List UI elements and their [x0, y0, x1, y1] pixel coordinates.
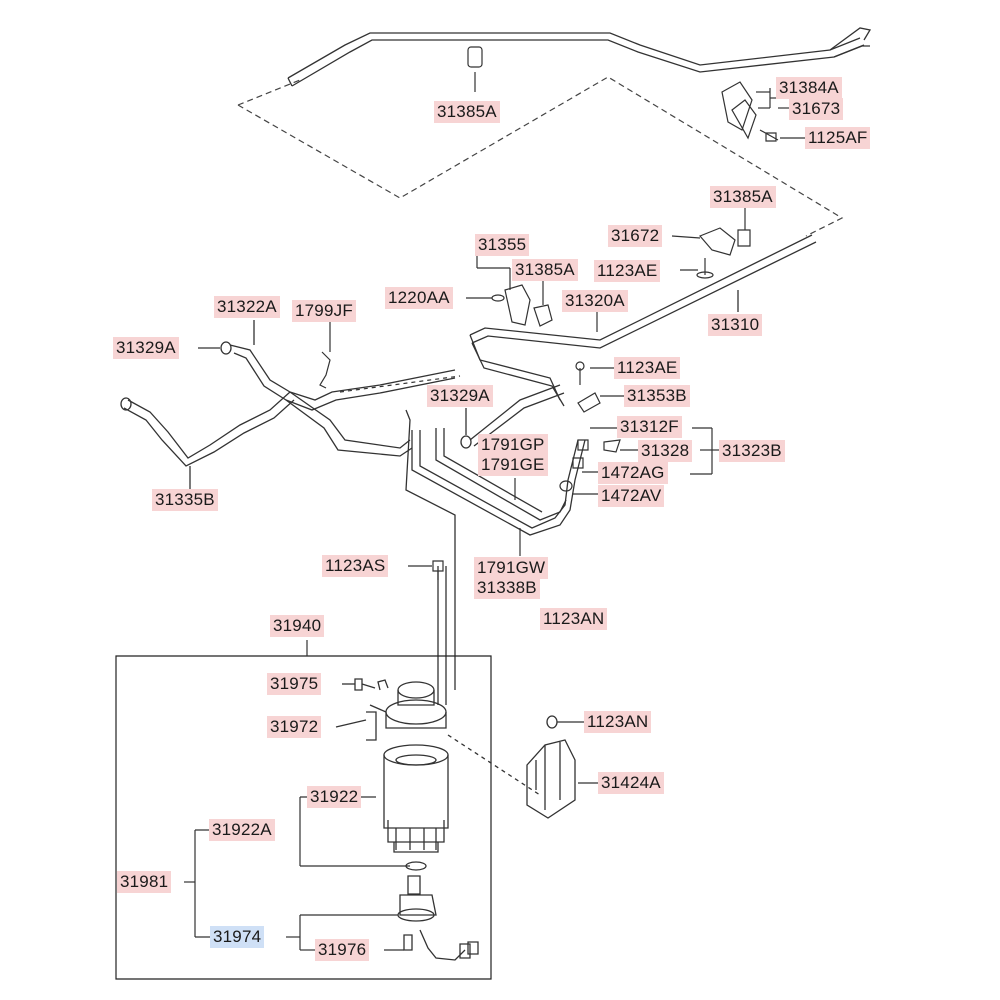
part-label-31424A[interactable]: 31424A: [598, 772, 664, 794]
part-label-31310[interactable]: 31310: [708, 314, 763, 336]
filter-assembly-box: [116, 640, 491, 979]
part-label-31940[interactable]: 31940: [270, 615, 325, 637]
part-label-31353B[interactable]: 31353B: [624, 385, 690, 407]
part-label-31974-selected[interactable]: 31974: [210, 926, 265, 948]
clip-31385A-top: [468, 47, 482, 92]
part-label-31384A[interactable]: 31384A: [776, 77, 842, 99]
hose-31329A-mid: [461, 385, 564, 448]
feed-lines-vertical: [406, 410, 585, 705]
part-label-31981[interactable]: 31981: [117, 871, 172, 893]
part-label-31922[interactable]: 31922: [307, 786, 362, 808]
part-label-1791GP[interactable]: 1791GP: [478, 434, 548, 456]
part-label-1123AE-b[interactable]: 1123AE: [614, 357, 681, 379]
part-label-31328[interactable]: 31328: [638, 440, 693, 462]
clamp-31355: [466, 256, 597, 332]
part-label-31323B[interactable]: 31323B: [719, 440, 785, 462]
part-label-1123AN-a[interactable]: 1123AN: [540, 608, 608, 630]
filter-element-31922: [384, 745, 448, 870]
part-label-31385A-mid[interactable]: 31385A: [710, 186, 776, 208]
upper-fuel-tubes: [288, 28, 870, 86]
part-label-1472AG[interactable]: 1472AG: [598, 462, 668, 484]
part-label-31329A-left[interactable]: 31329A: [113, 337, 179, 359]
main-fuel-tube-31310: [470, 235, 816, 406]
part-label-1472AV[interactable]: 1472AV: [598, 485, 665, 507]
part-label-31672[interactable]: 31672: [608, 225, 663, 247]
return-hose-31322A: [198, 320, 455, 456]
part-label-31335B[interactable]: 31335B: [152, 489, 218, 511]
leader-brackets-left: [184, 797, 410, 950]
floor-outline-dashed: [238, 77, 842, 236]
part-label-31355[interactable]: 31355: [475, 234, 530, 256]
bolt-1125AF: [760, 130, 805, 141]
clip-31353B: [576, 362, 625, 412]
clip-1799JF: [320, 322, 330, 388]
part-label-31975[interactable]: 31975: [267, 673, 322, 695]
part-label-31329A-mid[interactable]: 31329A: [427, 385, 493, 407]
part-label-1123AN-b[interactable]: 1123AN: [584, 711, 652, 733]
leader-1791GW: [515, 478, 520, 556]
part-label-31673[interactable]: 31673: [789, 98, 844, 120]
fuel-hose-31335B: [121, 392, 294, 492]
part-label-1791GE[interactable]: 1791GE: [478, 454, 548, 476]
part-label-1125AF[interactable]: 1125AF: [805, 127, 871, 149]
bracket-31672: [672, 208, 750, 278]
part-label-31385A-low[interactable]: 31385A: [512, 259, 578, 281]
part-label-1123AE-a[interactable]: 1123AE: [594, 260, 661, 282]
bracket-31424A: [448, 716, 598, 818]
part-label-1799JF[interactable]: 1799JF: [292, 300, 356, 322]
part-label-31338B[interactable]: 31338B: [474, 577, 540, 599]
part-label-31322A[interactable]: 31322A: [214, 296, 280, 318]
part-label-31385A-top[interactable]: 31385A: [434, 101, 500, 123]
part-label-31972[interactable]: 31972: [267, 716, 322, 738]
part-label-31312F[interactable]: 31312F: [617, 416, 682, 438]
part-label-1791GW[interactable]: 1791GW: [474, 557, 549, 579]
bolt-1123AS: [408, 561, 443, 580]
filter-head-31972: [336, 679, 446, 740]
sensor-31974: [398, 876, 478, 960]
connector-set-31323B: [560, 428, 720, 494]
part-label-31922A[interactable]: 31922A: [209, 819, 275, 841]
part-label-31976[interactable]: 31976: [315, 939, 370, 961]
part-label-31320A[interactable]: 31320A: [562, 290, 628, 312]
part-label-1220AA[interactable]: 1220AA: [385, 287, 453, 309]
part-label-1123AS[interactable]: 1123AS: [322, 555, 389, 577]
